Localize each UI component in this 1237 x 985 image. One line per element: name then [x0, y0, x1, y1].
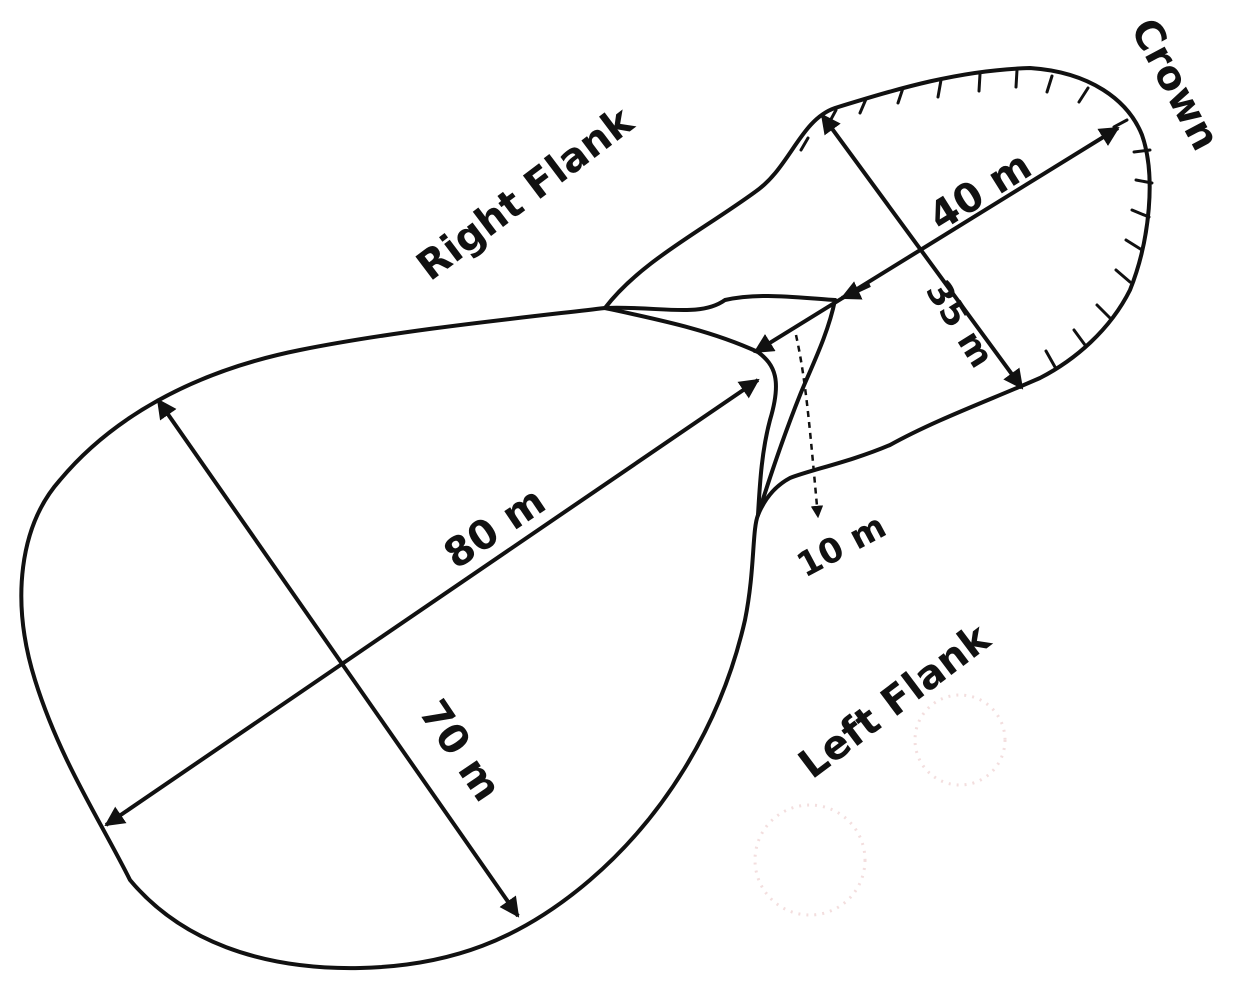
label-right-flank: Right Flank — [408, 97, 643, 290]
depletion-zone-outline — [605, 68, 1150, 515]
neck-outline-upper — [605, 296, 835, 310]
neck-outline-inner — [605, 308, 776, 515]
width-accumulation-line — [158, 400, 518, 916]
label-length-depletion: 40 m — [921, 143, 1040, 241]
accumulation-zone-outline — [21, 308, 758, 968]
label-length-accumulation: 80 m — [436, 478, 554, 578]
neck-outline-right — [758, 300, 835, 515]
label-width-depletion: 35 m — [917, 274, 1001, 375]
label-crown: Crown — [1121, 11, 1228, 158]
label-left-flank: Left Flank — [790, 614, 999, 788]
length-accumulation-line — [106, 380, 758, 825]
depletion-start-arrow — [842, 285, 870, 298]
label-width-accumulation: 70 m — [410, 692, 510, 810]
label-depth: 10 m — [790, 506, 892, 586]
